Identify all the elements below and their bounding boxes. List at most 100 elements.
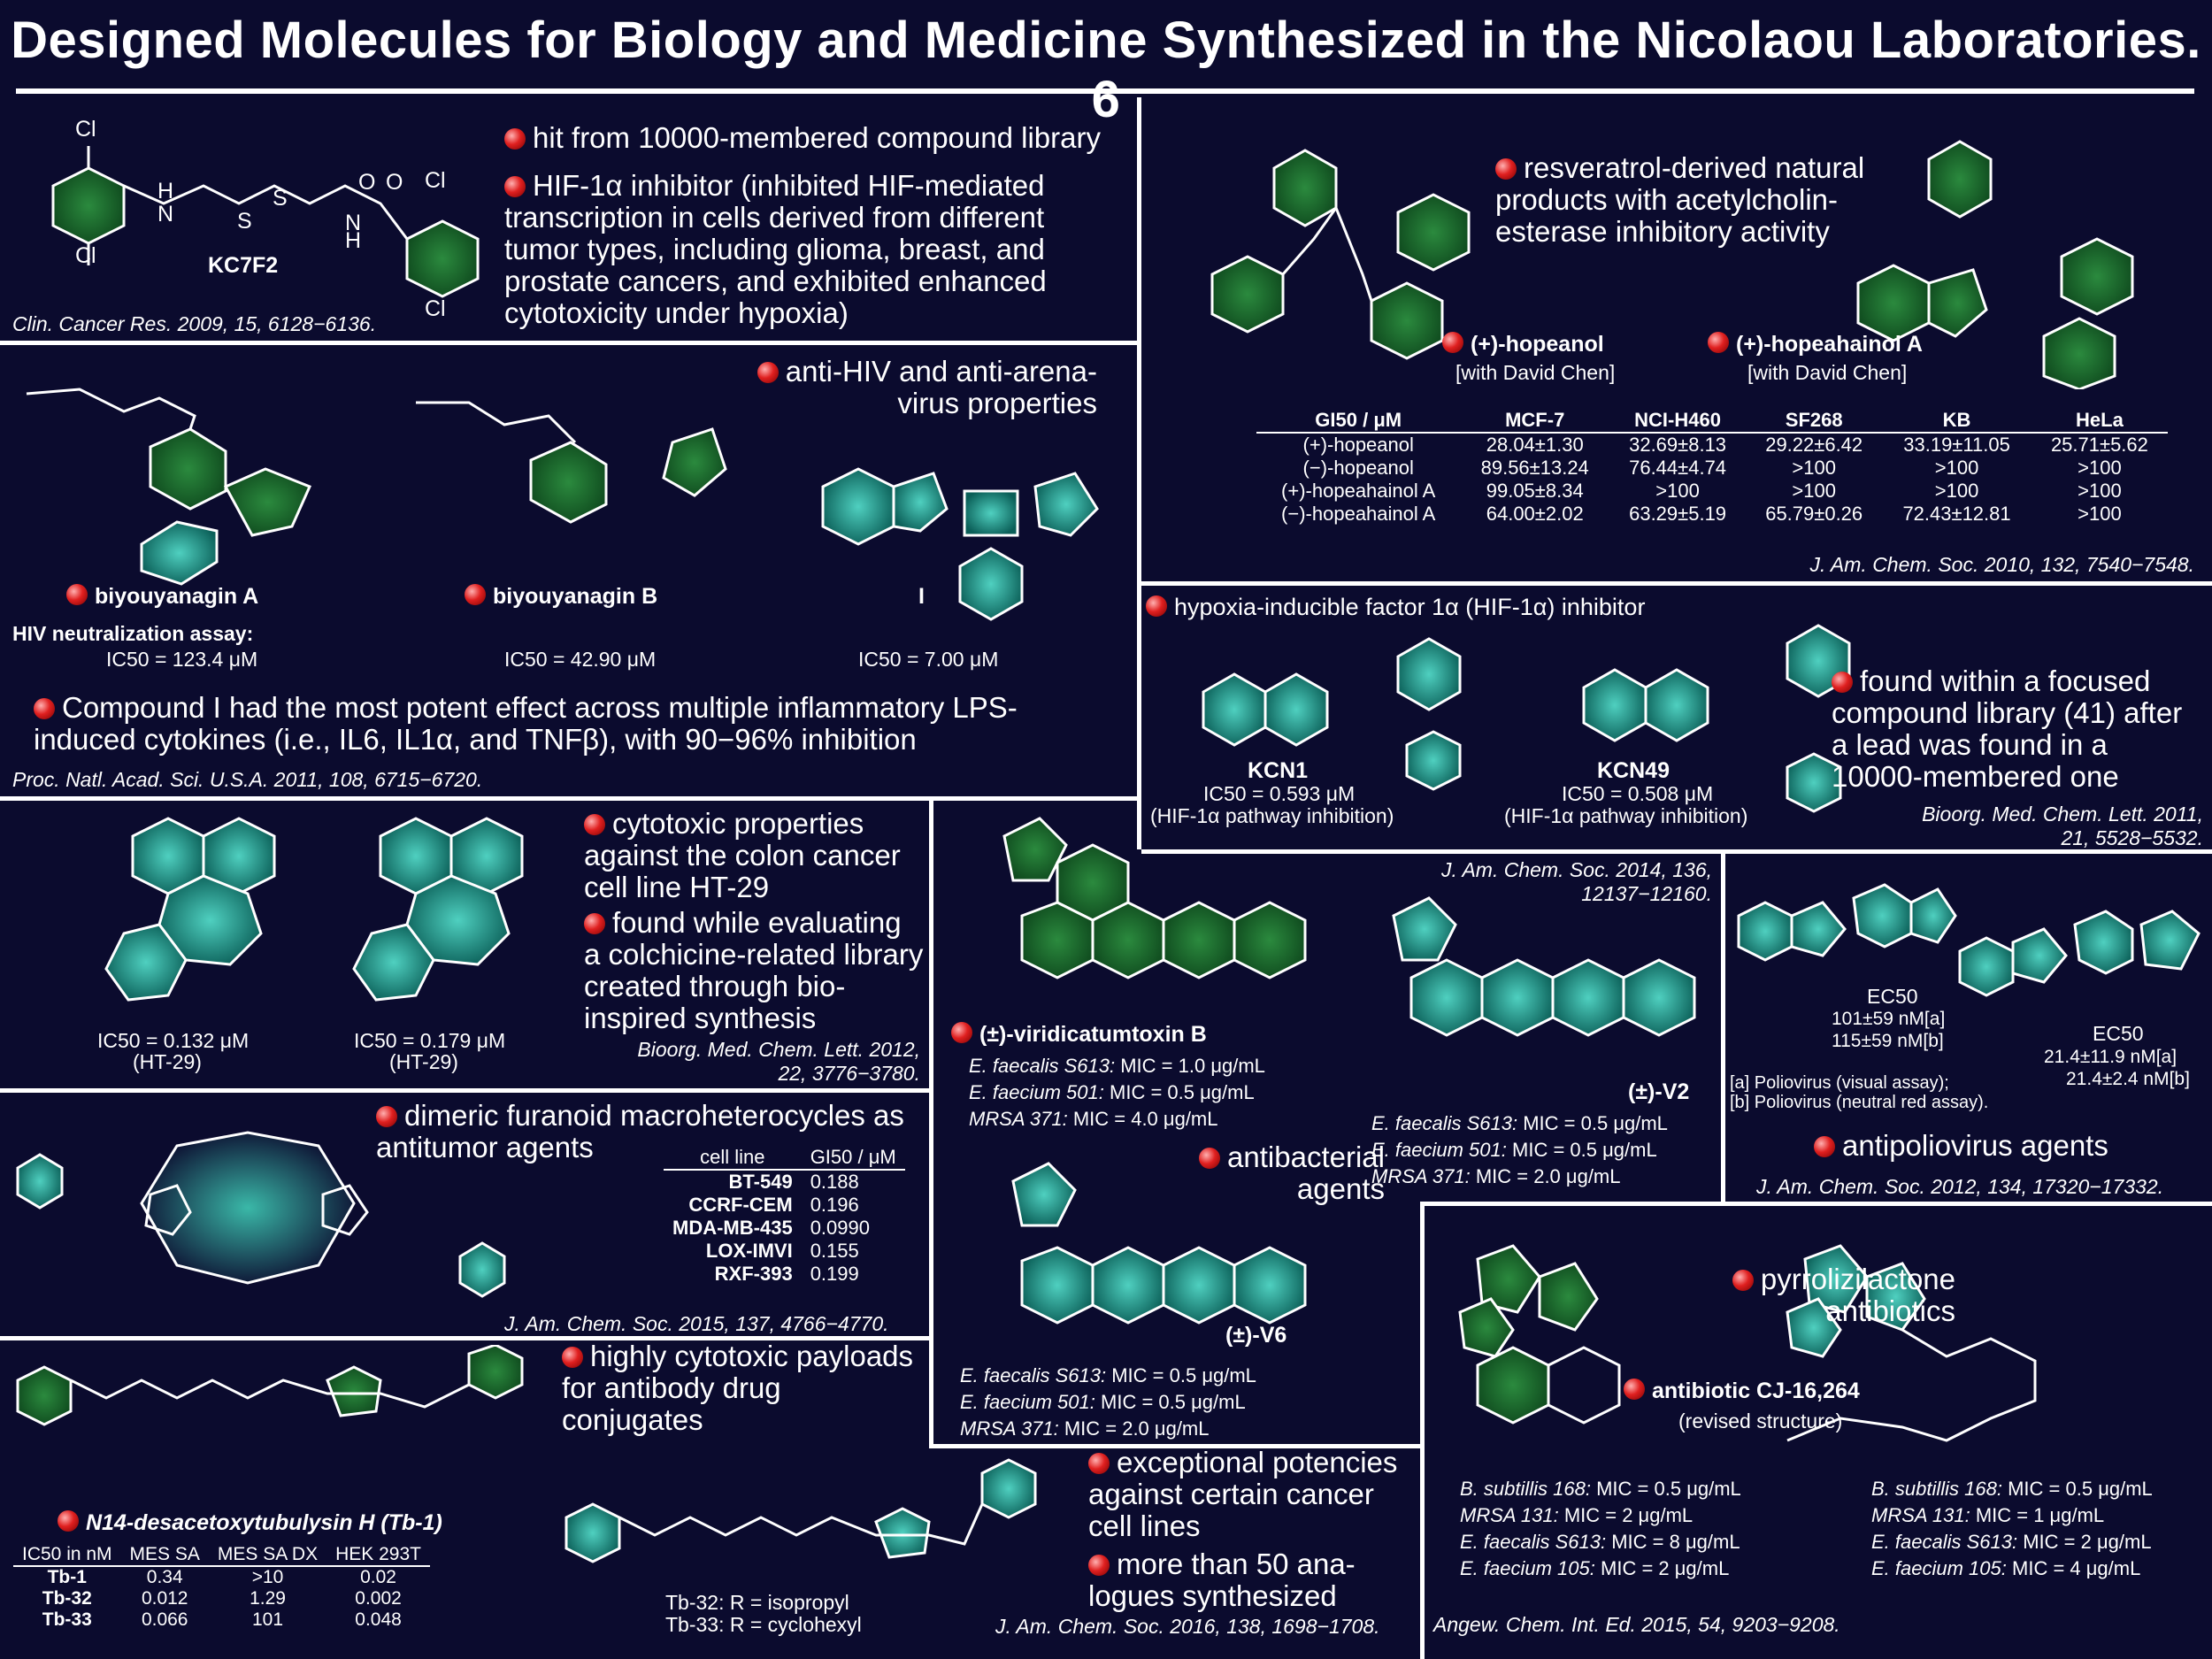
table-cell: >100	[1792, 480, 1836, 502]
mic-row: MRSA 131: MIC = 1 μg/mL	[1871, 1504, 2105, 1526]
mic-row: E. faecalis S613: MIC = 0.5 μg/mL	[960, 1364, 1256, 1386]
compound-name-kc7f2: KC7F2	[208, 253, 279, 278]
mic-row: B. subtillis 168: MIC = 0.5 μg/mL	[1871, 1478, 2153, 1500]
mic-row: E. faecalis S613: MIC = 1.0 μg/mL	[969, 1055, 1265, 1077]
table-cell: 29.22±6.42	[1765, 434, 1863, 456]
mic-row: MRSA 371: MIC = 4.0 μg/mL	[969, 1108, 1218, 1130]
tb-32-33-structure	[565, 1458, 1037, 1563]
bullet-compound-i-effect: Compound I had the most potent effect ac…	[34, 691, 1018, 756]
mic-row: E. faecium 501: MIC = 0.5 μg/mL	[969, 1081, 1255, 1103]
hopeanol-structure	[1210, 149, 1471, 360]
bullet-dot-icon	[1708, 332, 1729, 353]
atom-cl-3: Cl	[425, 168, 446, 193]
ic50-colchicine-2: IC50 = 0.179 μM	[354, 1029, 506, 1052]
table-cell: RXF-393	[714, 1263, 793, 1285]
panel-colchicine: IC50 = 0.132 μM (HT-29) IC50 = 0.179 μM …	[0, 801, 929, 1088]
table-cell: 64.00±2.02	[1486, 503, 1584, 525]
table-cell: 0.002	[355, 1588, 402, 1609]
table-cell: 89.56±13.24	[1480, 457, 1589, 479]
bullet-dot-icon	[1088, 1555, 1110, 1576]
assay-label: HIV neutralization assay:	[12, 622, 254, 645]
table-cell: (−)-hopeahainol A	[1281, 503, 1436, 525]
table-cell: 72.43±12.81	[1902, 503, 2011, 525]
col-header: SF268	[1746, 409, 1883, 434]
table-cell: MDA-MB-435	[672, 1217, 793, 1239]
divider-p6-p7	[1721, 854, 1725, 1203]
mic-row: MRSA 371: MIC = 2.0 μg/mL	[960, 1417, 1210, 1440]
table-cell: LOX-IMVI	[705, 1240, 793, 1262]
v2-structure	[1392, 896, 1696, 1037]
bullet-dot-icon	[1442, 332, 1463, 353]
kcn49-structure	[1582, 624, 1851, 813]
bullet-dot-icon	[757, 362, 779, 383]
divider-p6-p9b	[929, 1444, 1425, 1448]
bullet-hit-library: hit from 10000-membered compound library	[504, 122, 1133, 154]
table-cell: 99.05±8.34	[1486, 480, 1584, 502]
bullet-dot-icon	[504, 176, 526, 197]
col-header: IC50 in nM	[13, 1544, 121, 1567]
divider-p8-p9	[0, 1336, 929, 1340]
poliovirus-agent-2-structure	[1958, 910, 2200, 997]
atom-h-2: H	[345, 228, 362, 253]
mic-list-analog: B. subtillis 168: MIC = 0.5 μg/mL MRSA 1…	[1871, 1476, 2153, 1582]
mic-list-v6: E. faecalis S613: MIC = 0.5 μg/mL E. fae…	[960, 1363, 1256, 1442]
bullet-resveratrol: resveratrol-derived natural products wit…	[1495, 151, 1865, 248]
bullet-dot-icon	[1495, 158, 1517, 180]
compound-name-cj-16264: antibiotic CJ-16,264	[1624, 1379, 1860, 1404]
table-cell: (+)-hopeanol	[1302, 434, 1414, 456]
col-header: MCF-7	[1460, 409, 1610, 434]
atom-s-2: S	[273, 186, 288, 211]
bullet-dot-icon	[1732, 1270, 1754, 1291]
bullet-hif-1a: hypoxia-inducible factor 1α (HIF-1α) inh…	[1146, 591, 1645, 623]
bullet-furanoid: dimeric furanoid macroheterocycles as an…	[376, 1099, 904, 1164]
panel-pyrrolizilactone: pyrrolizilactone antibiotics antibiotic …	[1425, 1206, 2212, 1659]
atom-n-2: N	[345, 211, 362, 235]
bullet-colchicine-library: found while evaluating a colchicine-rela…	[584, 906, 924, 1034]
divider-p5-p8	[0, 1088, 929, 1093]
compound-name-kcn49: KCN49	[1597, 758, 1670, 783]
mic-list-v2: E. faecalis S613: MIC = 0.5 μg/mL E. fae…	[1371, 1110, 1668, 1190]
panel-macroheterocycles: dimeric furanoid macroheterocycles as an…	[0, 1093, 929, 1336]
panel-biyouyanagin: biyouyanagin A biyouyanagin B I HIV neut…	[0, 345, 1137, 796]
compound-name-hopeahainol: (+)-hopeahainol A	[1708, 332, 1923, 357]
table-cell: 63.29±5.19	[1629, 503, 1727, 525]
bullet-dot-icon	[1814, 1136, 1835, 1157]
ic50-biyouyanagin-b: IC50 = 42.90 μM	[504, 648, 657, 671]
table-cell: >10	[251, 1567, 284, 1587]
ic50-table-tubulysin: IC50 in nM MES SA MES SA DX HEK 293T Tb-…	[13, 1544, 430, 1631]
table-cell: 0.155	[810, 1240, 859, 1262]
table-cell: 32.69±8.13	[1629, 434, 1727, 456]
ic50-biyouyanagin-a: IC50 = 123.4 μM	[106, 648, 258, 671]
table-cell: 25.71±5.62	[2050, 434, 2148, 456]
bullet-dot-icon	[562, 1347, 583, 1368]
r-def-tb-33: Tb-33: R = cyclohexyl	[665, 1613, 862, 1636]
reference-p3: J. Am. Chem. Soc. 2010, 132, 7540−7548.	[1809, 553, 2194, 576]
mic-list-cj-16264: B. subtillis 168: MIC = 0.5 μg/mL MRSA 1…	[1460, 1476, 1741, 1582]
panel-tubulysin: N14-desacetoxytubulysin H (Tb-1) IC50 in…	[0, 1340, 1420, 1659]
col-header: MES SA DX	[208, 1544, 327, 1567]
bullet-exceptional-potency: exceptional potencies against certain ca…	[1088, 1446, 1398, 1542]
table-cell: 0.196	[810, 1194, 859, 1216]
cj-16264-analog-structure	[1786, 1244, 2037, 1442]
reference-p8: J. Am. Chem. Soc. 2015, 137, 4766−4770.	[504, 1312, 889, 1335]
table-cell: 0.012	[141, 1588, 188, 1609]
compound-name-tb-1: N14-desacetoxytubulysin H (Tb-1)	[58, 1510, 442, 1536]
ec50-label-1: EC50	[1867, 985, 1918, 1008]
cj-16264-structure	[1458, 1244, 1621, 1425]
mic-row: E. faecalis S613: MIC = 8 μg/mL	[1460, 1531, 1740, 1553]
table-cell: 0.066	[141, 1609, 188, 1630]
ec50-value-1b: 115±59 nM[b]	[1832, 1031, 1944, 1051]
poliovirus-agent-1-structure	[1737, 883, 1957, 962]
bullet-dot-icon	[465, 584, 486, 605]
viridicatumtoxin-b-structure	[1002, 817, 1307, 979]
mic-row: MRSA 371: MIC = 2.0 μg/mL	[1371, 1165, 1621, 1187]
reference-p2: Proc. Natl. Acad. Sci. U.S.A. 2011, 108,…	[12, 768, 483, 791]
biyouyanagin-b-structure	[416, 401, 727, 524]
cell-line-colchicine-2: (HT-29)	[389, 1050, 458, 1073]
mic-row: E. faecium 501: MIC = 0.5 μg/mL	[1371, 1139, 1657, 1161]
reference-p10: Angew. Chem. Int. Ed. 2015, 54, 9203−920…	[1433, 1613, 1840, 1636]
